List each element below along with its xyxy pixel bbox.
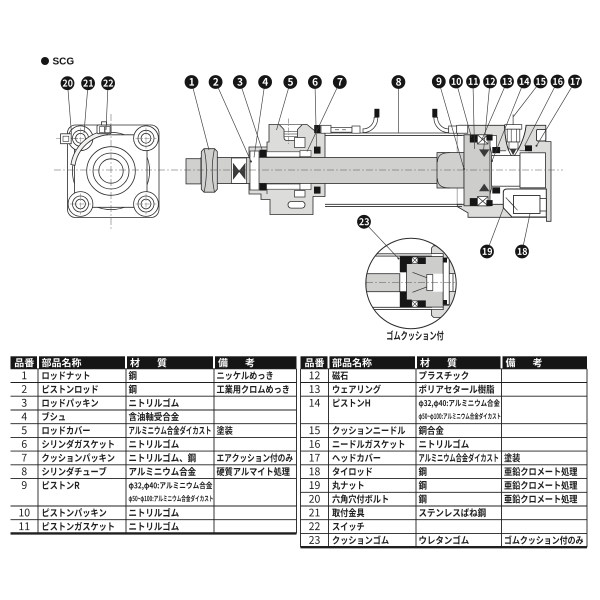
svg-text:SCG: SCG xyxy=(53,57,75,68)
